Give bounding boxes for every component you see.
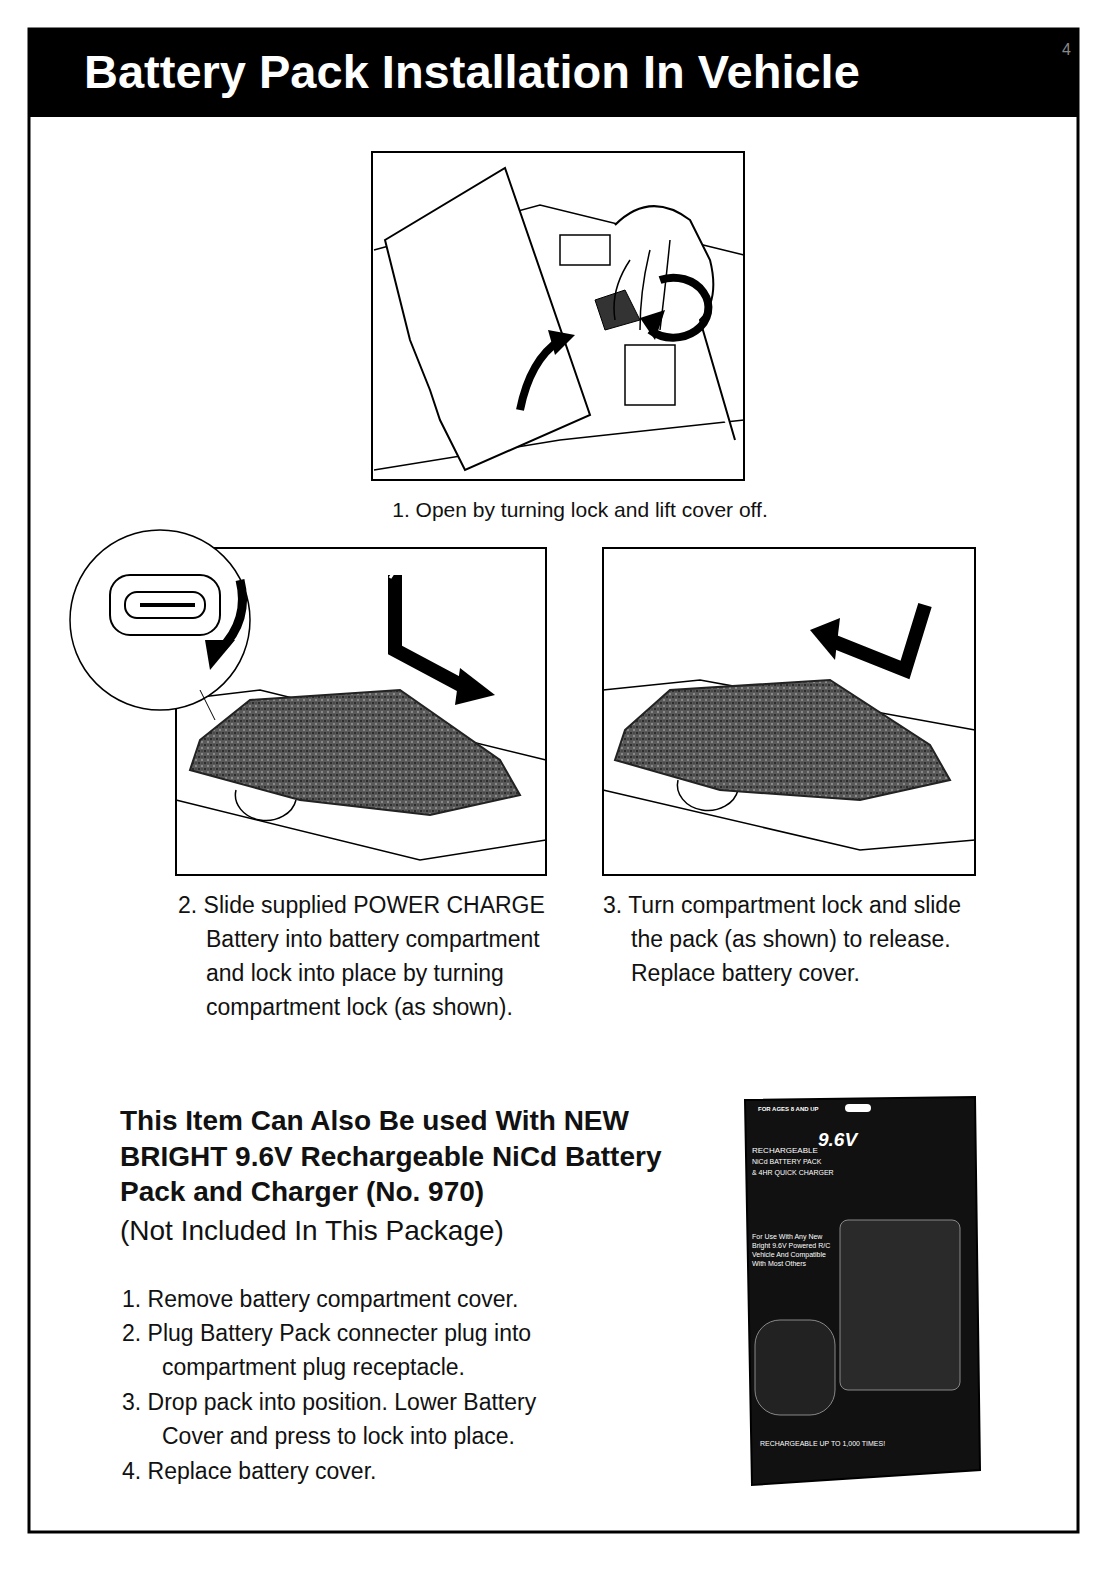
list-item: 4. Replace battery cover. xyxy=(122,1454,602,1488)
list-item: 3. Drop pack into position. Lower Batter… xyxy=(122,1385,602,1453)
note: (Not Included In This Package) xyxy=(120,1213,680,1248)
step-caption: 1. Open by turning lock and lift cover o… xyxy=(300,497,860,523)
title-bar xyxy=(29,29,1078,117)
step-2-illustration xyxy=(70,530,546,875)
step-3-illustration xyxy=(603,548,975,875)
package-text: NiCd BATTERY PACK xyxy=(752,1158,852,1167)
step-caption: 2. Slide supplied POWER CHARGE Battery i… xyxy=(178,888,558,1024)
step-1-illustration xyxy=(372,152,744,480)
package-text: & 4HR QUICK CHARGER xyxy=(752,1169,862,1178)
page-frame xyxy=(29,29,1078,1532)
page-title: Battery Pack Installation In Vehicle xyxy=(84,42,1044,102)
package-text: FOR AGES 8 AND UP xyxy=(758,1106,848,1114)
step-caption: 3. Turn compartment lock and slide the p… xyxy=(603,888,983,990)
section-heading: This Item Can Also Be used With NEW BRIG… xyxy=(120,1103,720,1210)
list-item: 1. Remove battery compartment cover. xyxy=(122,1282,602,1316)
package-text: For Use With Any New Bright 9.6V Powered… xyxy=(752,1232,832,1268)
package-text: 9.6V xyxy=(818,1128,878,1152)
list-item: 2. Plug Battery Pack connecter plug into… xyxy=(122,1316,602,1384)
page-number: 4 xyxy=(1062,40,1092,60)
product-package xyxy=(745,1097,980,1485)
package-text: RECHARGEABLE UP TO 1,000 TIMES! xyxy=(760,1440,960,1449)
